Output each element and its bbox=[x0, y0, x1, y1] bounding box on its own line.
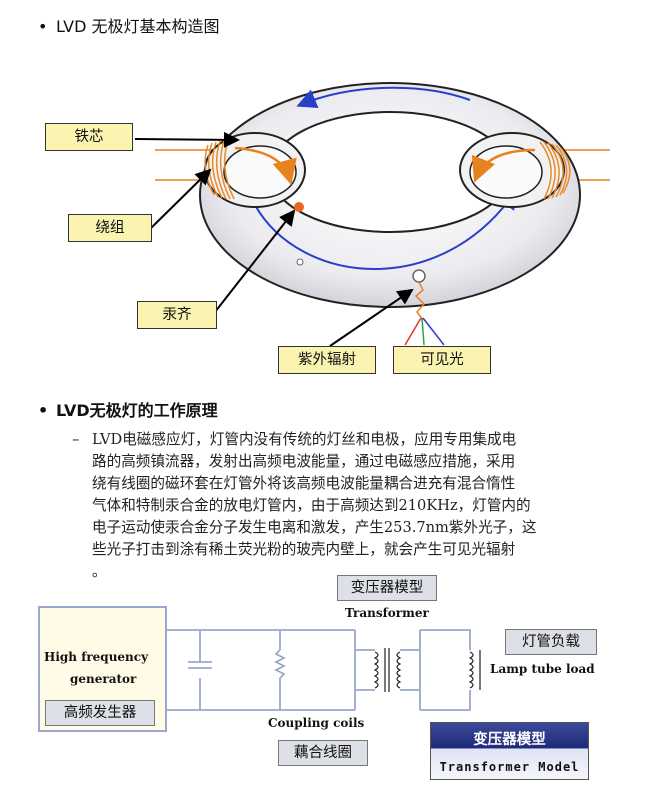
discharge-marker bbox=[296, 258, 304, 266]
photon-emitter bbox=[404, 269, 445, 346]
model-box-cn: 变压器模型 bbox=[473, 732, 546, 748]
right-winding-coil bbox=[539, 141, 571, 200]
right-core bbox=[459, 132, 565, 208]
bullet: • bbox=[38, 401, 49, 420]
pointer-core bbox=[134, 131, 240, 148]
transformer-coils bbox=[373, 648, 481, 692]
para-dash: – bbox=[72, 430, 80, 448]
pointer-uv bbox=[329, 288, 414, 347]
label-transformer-model: 变压器模型 bbox=[337, 575, 437, 601]
left-core bbox=[204, 132, 306, 208]
para-line: 路的高频镇流器，发射出高频电波能量，通过电磁感应措施，采用 bbox=[92, 453, 516, 470]
label-amalgam: 汞齐 bbox=[137, 301, 217, 329]
label-coupling-cn: 藕合线圈 bbox=[278, 740, 368, 766]
amalgam-dot bbox=[294, 202, 304, 212]
para-line: 些光子打击到涂有稀土荧光粉的玻壳内壁上，就会产生可见光辐射 bbox=[92, 541, 516, 558]
label-generator-cn: 高频发生器 bbox=[45, 700, 155, 726]
label-lamp-load-en: Lamp tube load bbox=[490, 662, 595, 676]
bullet: • bbox=[38, 17, 48, 36]
model-box-en: Transformer Model bbox=[439, 760, 580, 774]
section1-title: LVD 无极灯基本构造图 bbox=[56, 17, 220, 36]
label-lamp-load-cn: 灯管负载 bbox=[505, 629, 597, 655]
para-line: 电子运动使汞合金分子发生电离和激发，产生253.7nm紫外光子，这 bbox=[92, 519, 537, 536]
generator-label-line2: generator bbox=[70, 672, 137, 686]
lamp-diagram bbox=[134, 82, 610, 347]
pointer-amalgam bbox=[214, 209, 296, 313]
label-visible: 可见光 bbox=[393, 346, 491, 374]
label-coupling-en: Coupling coils bbox=[268, 716, 365, 730]
circuit-wires bbox=[165, 629, 471, 711]
section1-heading: • LVD 无极灯基本构造图 bbox=[38, 17, 220, 37]
para-line: LVD电磁感应灯，灯管内没有传统的灯丝和电极，应用专用集成电 bbox=[92, 431, 517, 448]
label-uv: 紫外辐射 bbox=[278, 346, 376, 374]
section2-heading: • LVD无极灯的工作原理 bbox=[38, 401, 218, 421]
transformer-model-box: 变压器模型 Transformer Model bbox=[430, 722, 589, 780]
pointer-winding bbox=[149, 168, 212, 230]
label-core: 铁芯 bbox=[45, 123, 133, 151]
para-line: 绕有线圈的磁环套在灯管外将该高频电波能量耦合进充有混合惰性 bbox=[92, 475, 516, 492]
section2-title: LVD无极灯的工作原理 bbox=[56, 401, 218, 420]
principle-paragraph: LVD电磁感应灯，灯管内没有传统的灯丝和电极，应用专用集成电 路的高频镇流器，发… bbox=[92, 429, 612, 583]
label-transformer-en: Transformer bbox=[345, 606, 429, 620]
discharge-arrow-top bbox=[296, 86, 471, 109]
label-winding: 绕组 bbox=[68, 214, 152, 242]
circuit-diagram bbox=[165, 629, 481, 711]
para-line: 气体和特制汞合金的放电灯管内，由于高频达到210KHz，灯管内的 bbox=[92, 497, 531, 514]
para-line: 。 bbox=[92, 563, 107, 580]
generator-label-line1: High frequency bbox=[44, 650, 149, 664]
